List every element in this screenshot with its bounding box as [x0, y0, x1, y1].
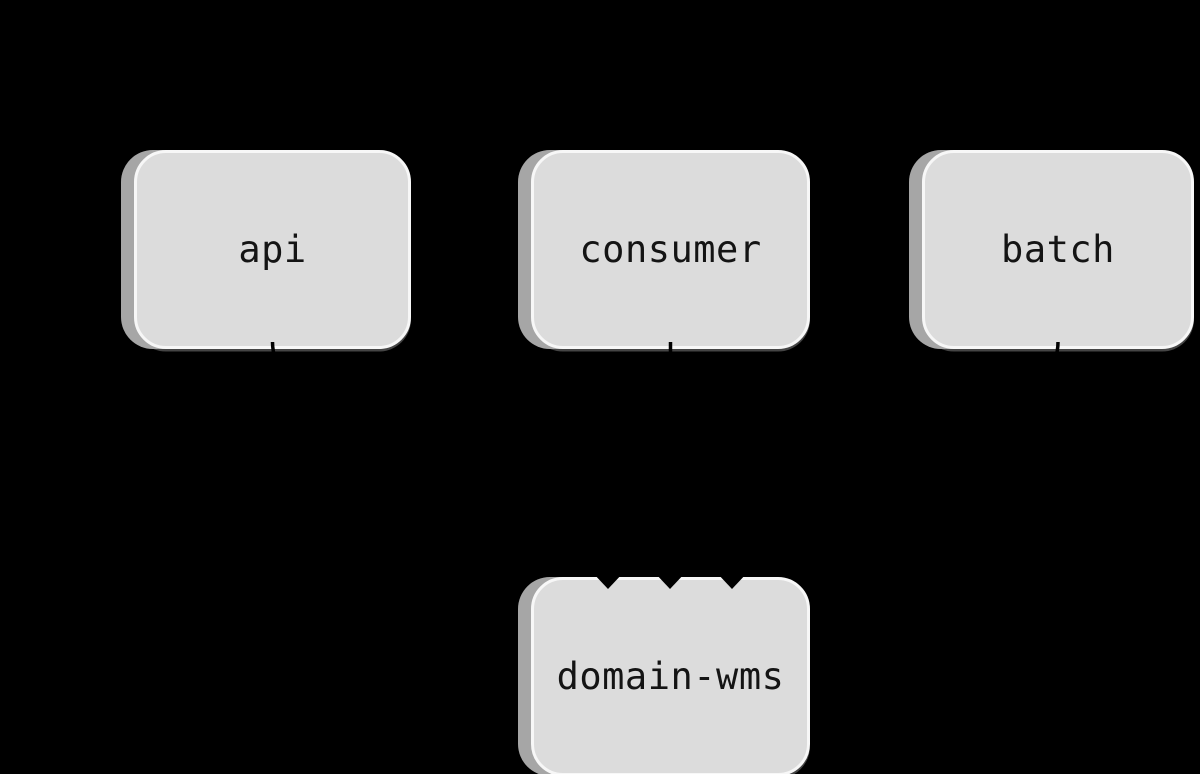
node-domain-wms-label: domain-wms	[556, 655, 785, 698]
edge-line-batch-to-domain-wms	[730, 341, 1060, 582]
node-consumer-label: consumer	[579, 228, 762, 271]
edge-batch-to-domain-wms	[716, 341, 1060, 589]
node-domain-wms: domain-wms	[531, 577, 810, 774]
edge-api-to-domain-wms	[270, 341, 624, 589]
edge-line-consumer-to-domain-wms	[668, 341, 673, 582]
node-api: api	[134, 150, 411, 349]
node-api-label: api	[238, 228, 307, 271]
edge-line-api-to-domain-wms	[270, 341, 610, 582]
edge-consumer-to-domain-wms	[654, 341, 686, 589]
node-batch: batch	[922, 150, 1194, 349]
node-batch-label: batch	[1001, 228, 1115, 271]
node-consumer: consumer	[531, 150, 810, 349]
